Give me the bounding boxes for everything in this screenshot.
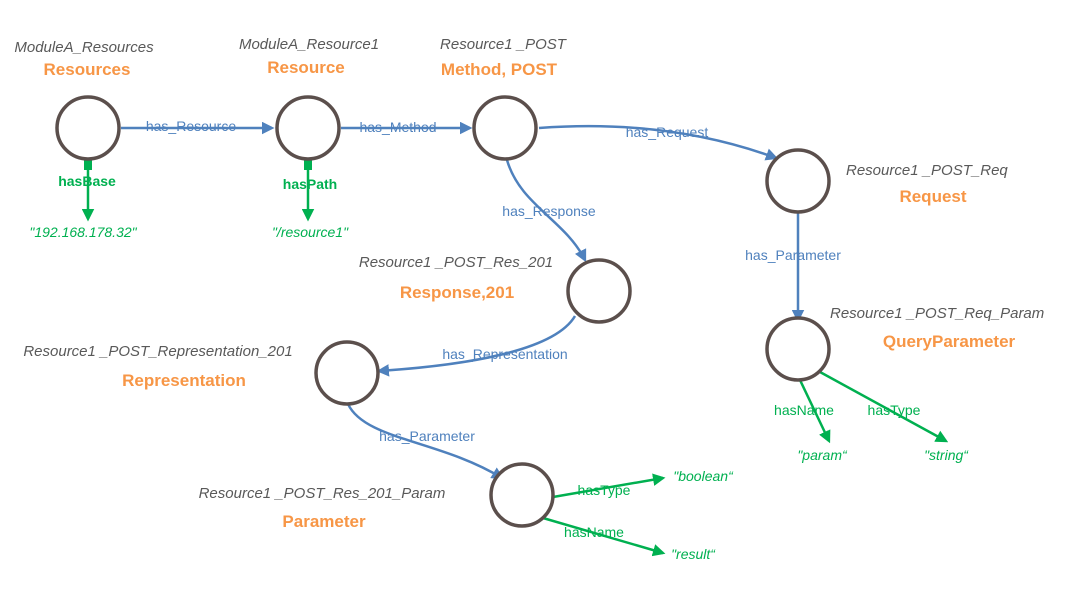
label-has-request: has_Request	[626, 124, 709, 140]
node-parameter	[489, 462, 555, 528]
edge-has-response	[505, 159, 587, 263]
label-qp-has-type: hasType	[868, 402, 921, 418]
has-path-stub	[304, 160, 312, 170]
node-response	[566, 258, 632, 324]
node-resources	[55, 95, 121, 161]
label-p-has-type: hasType	[578, 482, 631, 498]
label-p-has-name: hasName	[564, 524, 624, 540]
has-base-stub	[84, 160, 92, 170]
edge-p-has-name	[542, 516, 666, 557]
instance-label-resource: ModuleA_Resource1	[239, 36, 379, 53]
class-label-resources: Resources	[44, 60, 131, 79]
literal-base-ip: "192.168.178.32"	[29, 224, 137, 240]
node-method	[472, 95, 538, 161]
label-qp-has-name: hasName	[774, 402, 834, 418]
label-has-representation: has_Representation	[442, 346, 567, 362]
edge-qp-has-type	[819, 370, 949, 443]
edge-has-request	[538, 124, 779, 161]
label-has-path: hasPath	[283, 176, 337, 192]
label-has-response: has_Response	[502, 203, 596, 219]
class-label-query-parameter: QueryParameter	[883, 332, 1016, 351]
literal-param: "param“	[797, 447, 848, 463]
edge-p-has-type	[552, 473, 666, 499]
class-label-response: Response,201	[400, 283, 514, 302]
instance-label-response: Resource1 _POST_Res_201	[359, 254, 553, 271]
class-label-resource: Resource	[267, 58, 344, 77]
label-has-method: has_Method	[359, 119, 436, 135]
class-label-method: Method, POST	[441, 60, 558, 79]
node-resource	[275, 95, 341, 161]
node-representation	[314, 340, 380, 406]
instance-label-query-parameter: Resource1 _POST_Req_Param	[830, 305, 1044, 322]
class-label-representation: Representation	[122, 371, 246, 390]
instance-label-parameter: Resource1 _POST_Res_201_Param	[199, 485, 446, 502]
literal-path: "/resource1"	[272, 224, 349, 240]
instance-label-method: Resource1 _POST	[440, 36, 568, 53]
literal-string: "string“	[924, 447, 969, 463]
class-label-parameter: Parameter	[282, 512, 366, 531]
node-request	[765, 148, 831, 214]
instance-label-representation: Resource1 _POST_Representation_201	[23, 343, 292, 360]
literal-boolean: "boolean“	[673, 468, 734, 484]
edge-has-representation	[376, 315, 577, 377]
label-has-parameter-representation: has_Parameter	[379, 428, 475, 444]
label-has-resource: has_Resource	[146, 118, 236, 134]
class-label-request: Request	[899, 187, 966, 206]
literal-result: "result“	[671, 546, 716, 562]
node-query-parameter	[765, 316, 831, 382]
instance-label-request: Resource1 _POST_Req	[846, 162, 1008, 179]
instance-label-resources: ModuleA_Resources	[14, 39, 154, 56]
edge-qp-has-name	[798, 379, 831, 444]
label-has-parameter-request: has_Parameter	[745, 247, 841, 263]
edge-has-parameter-representation	[346, 403, 505, 480]
label-has-base: hasBase	[58, 173, 116, 189]
